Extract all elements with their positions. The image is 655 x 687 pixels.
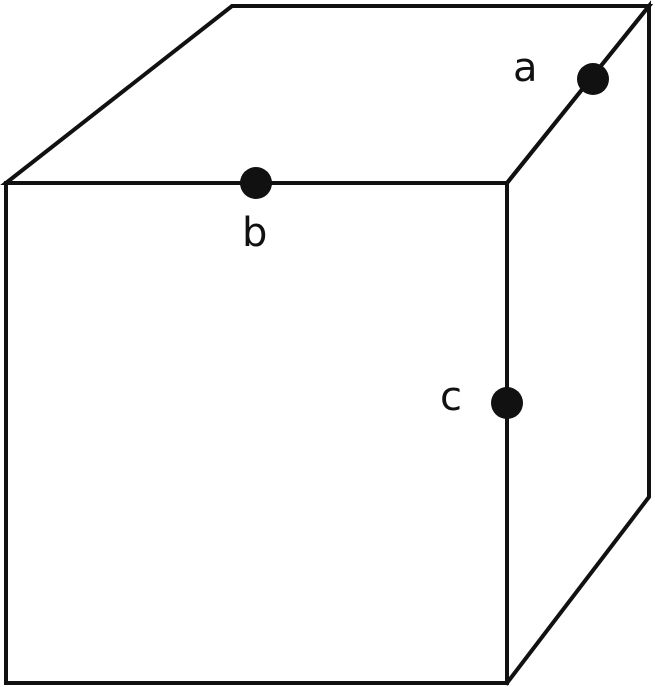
point-a-marker xyxy=(577,63,609,95)
cube-right-face xyxy=(504,0,651,686)
cube-front-face xyxy=(4,181,509,685)
point-c-marker xyxy=(491,387,523,419)
point-a-label: a xyxy=(513,45,538,91)
point-b-marker xyxy=(240,167,272,199)
point-b-label: b xyxy=(242,210,267,256)
point-c-label: c xyxy=(440,374,462,420)
cube-top-face xyxy=(0,3,654,185)
